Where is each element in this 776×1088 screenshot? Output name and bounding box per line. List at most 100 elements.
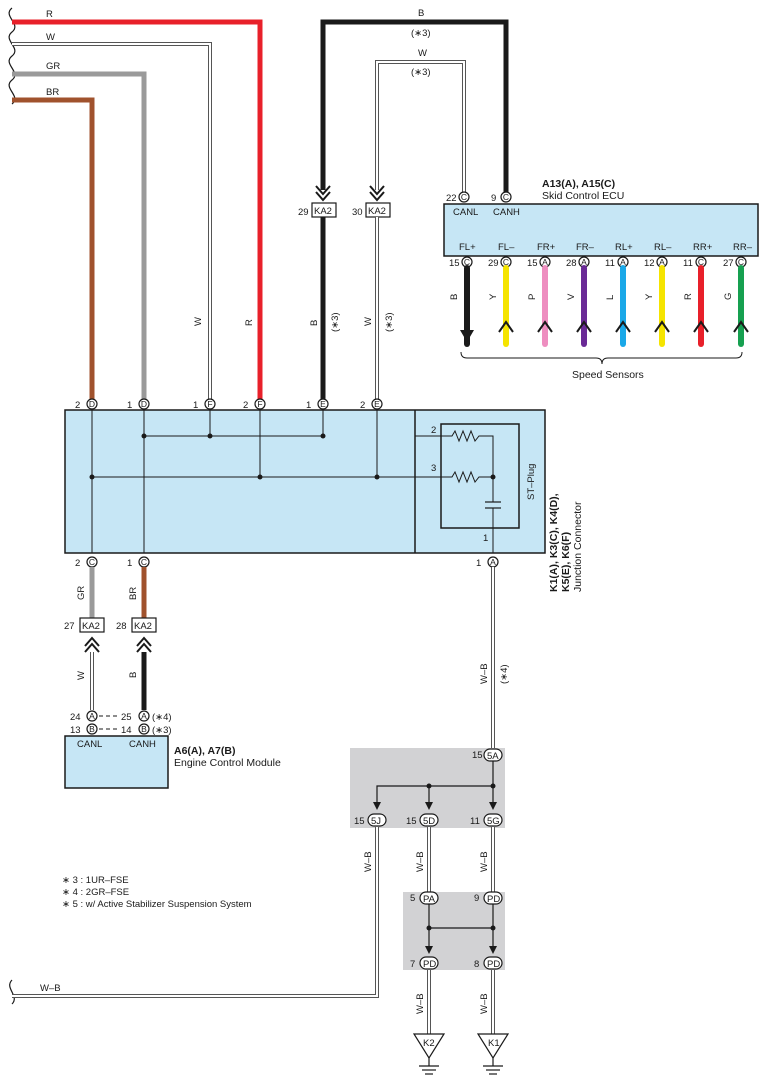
ecu-terminal-label: RR– xyxy=(733,242,753,253)
bottom-left-break-line xyxy=(9,979,15,1005)
svg-text:5: 5 xyxy=(410,893,415,904)
wire-w-top-note: (∗3) xyxy=(411,67,431,78)
svg-text:C: C xyxy=(503,257,509,267)
ecu-pin-9c: C xyxy=(500,191,512,203)
wire-w-left: W xyxy=(12,32,212,400)
svg-text:15: 15 xyxy=(406,816,417,827)
svg-text:2: 2 xyxy=(75,558,80,569)
svg-text:F: F xyxy=(207,399,212,409)
footnotes: ∗ 3 : 1UR–FSE ∗ 4 : 2GR–FSE ∗ 5 : w/ Act… xyxy=(62,875,252,910)
svg-text:C: C xyxy=(89,557,95,567)
wire-w-label: W xyxy=(46,32,55,43)
st-plug-label: ST–Plug xyxy=(526,464,537,500)
junction-label-1: K1(A), K3(C), K4(D), xyxy=(548,493,560,592)
splice-pd-9: 9 PD xyxy=(474,891,503,905)
svg-text:7: 7 xyxy=(410,959,415,970)
wb1-label: W–B xyxy=(363,851,374,872)
connector-ka2-28: 28 KA2 xyxy=(116,617,157,633)
pin-2d: D xyxy=(86,398,98,410)
wire-br-label: BR xyxy=(46,87,59,98)
pin-1e: E xyxy=(317,398,329,410)
ecu-terminal-label: FR– xyxy=(576,242,595,253)
svg-text:C: C xyxy=(698,257,704,267)
sensor-wire-color-label: L xyxy=(605,295,616,300)
ground-k2: K2 xyxy=(412,1033,446,1075)
ecu-terminal-label: FL+ xyxy=(459,242,476,253)
svg-text:PD: PD xyxy=(487,894,500,905)
svg-text:(∗3): (∗3) xyxy=(152,725,172,736)
ecu-pin: A xyxy=(617,256,629,268)
ka2-29-num: 29 xyxy=(298,207,309,218)
ecm-canh-label: CANH xyxy=(129,739,156,750)
st-plug-pin3: 3 xyxy=(431,463,436,474)
svg-text:(∗4): (∗4) xyxy=(152,712,172,723)
wire-w-top-label: W xyxy=(418,48,427,59)
svg-text:1: 1 xyxy=(193,400,198,411)
canl-label: CANL xyxy=(453,207,478,218)
pin-2f: F xyxy=(254,398,266,410)
svg-text:F: F xyxy=(257,399,262,409)
svg-text:KA2: KA2 xyxy=(134,621,152,632)
ecm-canl-label: CANL xyxy=(77,739,102,750)
svg-text:D: D xyxy=(89,399,95,409)
svg-text:13: 13 xyxy=(70,725,81,736)
arrow-down-icon xyxy=(460,330,474,342)
wire-gr-label: GR xyxy=(46,61,60,72)
svg-text:A: A xyxy=(490,557,496,567)
pin-2e: E xyxy=(371,398,383,410)
note-3: ∗ 3 : 1UR–FSE xyxy=(62,875,129,886)
ecu-terminal-label: RL– xyxy=(654,242,672,253)
svg-text:2: 2 xyxy=(75,400,80,411)
ecu-terminal-label: FL– xyxy=(498,242,515,253)
chevron-ka2-30 xyxy=(369,185,385,202)
wire-br-left: BR xyxy=(12,87,95,400)
svg-text:5G: 5G xyxy=(487,816,500,827)
svg-text:15: 15 xyxy=(354,816,365,827)
svg-text:A: A xyxy=(620,257,626,267)
vert-b-note: (∗3) xyxy=(330,312,341,332)
ecm-pins: 24 A 25 A (∗4) 13 B 14 B (∗3) xyxy=(70,710,172,736)
junction-label-3: Junction Connector xyxy=(572,501,584,592)
splice-5g: 11 5G xyxy=(470,813,503,827)
ka2-30-num: 30 xyxy=(352,207,363,218)
speed-sensors-bracket xyxy=(460,351,743,365)
wire-gr-left: GR xyxy=(12,61,147,400)
svg-text:15: 15 xyxy=(472,750,483,761)
svg-text:C: C xyxy=(461,192,467,202)
pin-1c: C xyxy=(138,556,150,568)
svg-text:25: 25 xyxy=(121,712,132,723)
svg-text:24: 24 xyxy=(70,712,81,723)
sensor-wire-color-label: G xyxy=(723,293,734,300)
ecu-pin-number: 15 xyxy=(527,258,538,269)
arrow-up-icon xyxy=(654,320,670,333)
ecu-terminal-label: FR+ xyxy=(537,242,556,253)
svg-text:9: 9 xyxy=(474,893,479,904)
splice-pd-7: 7 PD xyxy=(410,956,439,970)
arrow-up-icon xyxy=(615,320,631,333)
wire-b-top-label: B xyxy=(418,8,424,19)
arrow-up-icon xyxy=(576,320,592,333)
note-4: ∗ 4 : 2GR–FSE xyxy=(62,887,129,898)
svg-text:27: 27 xyxy=(64,621,75,632)
svg-text:PD: PD xyxy=(423,959,436,970)
ecu-pin-number: 29 xyxy=(488,258,499,269)
pin-1d: D xyxy=(138,398,150,410)
wire-r-label: R xyxy=(46,9,53,20)
wire-b-top-note: (∗3) xyxy=(411,28,431,39)
vert-w2-note: (∗3) xyxy=(384,312,395,332)
junction-connector: 2 3 1 ST–Plug K1(A), K3(C), K4(D), K5(E)… xyxy=(64,409,584,592)
note-5: ∗ 5 : w/ Active Stabilizer Suspension Sy… xyxy=(62,899,252,910)
sensor-wire-color-label: R xyxy=(683,293,694,300)
junction-bottom-pins: 2 C 1 C 1 A xyxy=(75,556,499,569)
pin-1f: F xyxy=(204,398,216,410)
vert-w-label: W xyxy=(193,317,204,326)
svg-text:K1: K1 xyxy=(488,1038,500,1049)
ecm-title: A6(A), A7(B) xyxy=(174,745,235,757)
svg-text:2: 2 xyxy=(243,400,248,411)
ecu-pin-number: 12 xyxy=(644,258,655,269)
